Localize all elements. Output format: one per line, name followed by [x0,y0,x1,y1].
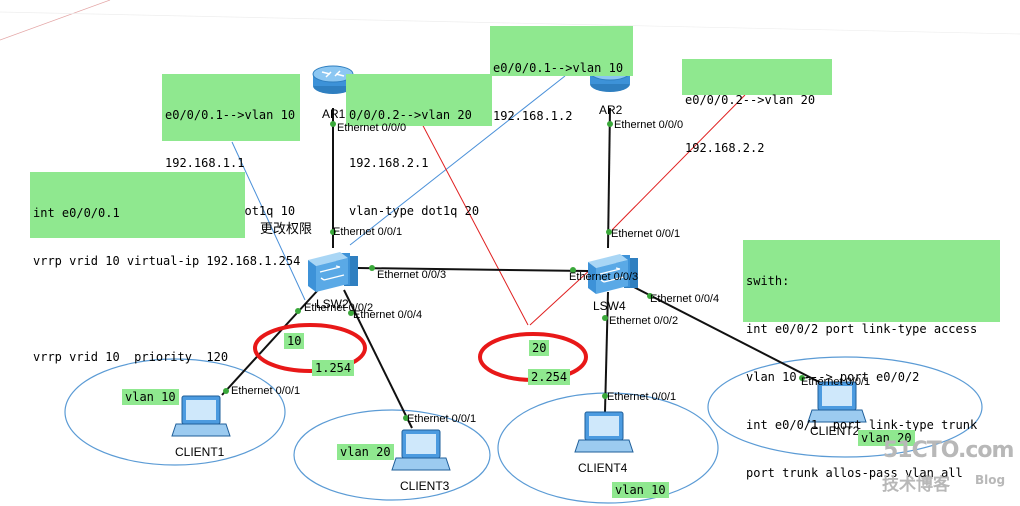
watermark-blog: Blog [975,473,1006,487]
annotation-line [419,119,529,326]
note-line [33,301,242,317]
device-label-ar2: AR2 [599,103,623,117]
note-switch-config: swith: int e0/0/2 port link-type access … [743,240,1000,480]
note-line: e0/0/0.1-->vlan 10 [165,108,296,122]
annotation-line [349,75,566,246]
port-label: Ethernet 0/0/1 [407,413,477,425]
cable-lsw4-client4 [604,291,609,413]
note-line: vlan-type dot1q 20 [349,204,480,218]
device-label-ar1: AR1 [322,107,346,121]
device-label-client1: CLIENT1 [175,445,225,459]
cable-lsw2-client3 [343,289,413,429]
note-line: vlan 10 ---> port e0/0/2 [746,370,920,384]
laptop-client4-icon[interactable] [574,411,634,453]
cable-lsw2-client1 [221,289,319,396]
port-label: Ethernet 0/0/3 [377,269,447,281]
note-line: int e0/0/1 port link-type trunk [746,418,978,432]
note-ar2-subinterface1: e0/0/0.1-->vlan 10 192.168.1.2 [490,26,633,123]
device-label-client2: CLIENT2 [810,424,860,438]
cable-lsw4-client2 [629,284,826,386]
vlan-ellipse-client2 [707,356,983,458]
device-label-lsw2: LSW2 [316,297,349,311]
laptop-client1-icon[interactable] [171,395,231,437]
watermark-site: 51CTO.com [883,438,1014,463]
vlan-ellipse-client1 [64,358,286,466]
note-ar2-subinterface2: e0/0/0.2-->vlan 20 192.168.2.2 [682,59,832,155]
port-label: Ethernet 0/0/4 [353,309,423,321]
note-line: e0/0/0.2-->vlan 20 [685,93,816,107]
gateway-ip-tag: 1.254 [312,360,355,376]
client-vlan-tag: vlan 20 [858,430,915,446]
note-line: e0/0/0.1-->vlan 10 [493,61,624,75]
note-line: int e0/0/2 port link-type access [746,322,978,336]
device-label-lsw4: LSW4 [593,299,626,313]
device-label-client4: CLIENT4 [578,461,628,475]
port-label: Ethernet 0/0/2 [609,315,679,327]
port-label: Ethernet 0/0/0 [614,119,684,131]
note-line: vrrp vrid 10 virtual-ip 192.168.1.254 [33,254,301,268]
note-line: 192.168.2.1 [349,156,429,170]
highlight-ring-vlan10 [253,323,367,373]
note-line: 192.168.1.1 [165,156,245,170]
annotation-line [529,267,593,326]
client-vlan-tag: vlan 10 [612,482,669,498]
client-vlan-tag: vlan 20 [337,444,394,460]
note-ar1-subinterface2: 0/0/0.2-->vlan 20 192.168.2.1 vlan-type … [346,74,492,218]
cable-ar2-lsw4 [607,107,611,249]
vlan-id-tag: 20 [529,340,550,356]
note-ar1-subinterface1: e0/0/0.1-->vlan 10 192.168.1.1 vlan-type… [162,74,300,218]
note-line: 192.168.1.2 [493,109,573,123]
annotation-line [231,141,306,301]
switch-lsw4-icon[interactable] [588,254,638,294]
annotation-line [611,94,746,231]
note-line: int e0/0/0.1 [33,206,120,220]
vlan-ellipse-client4 [497,392,719,504]
port-label: Ethernet 0/0/1 [231,385,301,397]
gateway-ip-tag: 2.254 [528,369,571,385]
client-vlan-tag: vlan 10 [122,389,179,405]
laptop-client2-icon[interactable] [807,381,867,423]
laptop-client3-icon[interactable] [391,429,451,471]
background-guide-line [0,11,1020,35]
vlan-ellipse-client3 [293,409,491,501]
background-guide-line [0,0,111,41]
port-label: Ethernet 0/0/1 [801,376,871,388]
watermark-cn: 技术博客 [882,475,950,495]
port-label: Ethernet 0/0/3 [569,271,639,283]
port-label: Ethernet 0/0/0 [337,122,407,134]
device-label-client3: CLIENT3 [400,479,450,493]
note-line: vrrp vrid 10 priority 120 [33,350,229,364]
port-label: Ethernet 0/0/4 [650,293,720,305]
port-dots [223,121,805,421]
note-line: 192.168.2.2 [685,141,765,155]
note-line: swith: [746,274,790,288]
note-vrrp-config: int e0/0/0.1 vrrp vrid 10 virtual-ip 192… [30,172,300,364]
port-label: Ethernet 0/0/1 [611,228,681,240]
cable-lsw2-lsw4 [357,267,589,272]
router-ar1-icon[interactable] [312,65,354,94]
priority-change-label: 更改权限 [260,222,313,237]
port-label: Ethernet 0/0/1 [607,391,677,403]
note-line: 0/0/0.2-->vlan 20 [349,108,472,122]
port-label: Ethernet 0/0/2 [304,302,374,314]
switch-lsw2-icon[interactable] [308,252,358,292]
note-line: port trunk allos-pass vlan all [746,466,963,480]
vlan-id-tag: 10 [284,333,305,349]
port-label: Ethernet 0/0/1 [333,226,403,238]
